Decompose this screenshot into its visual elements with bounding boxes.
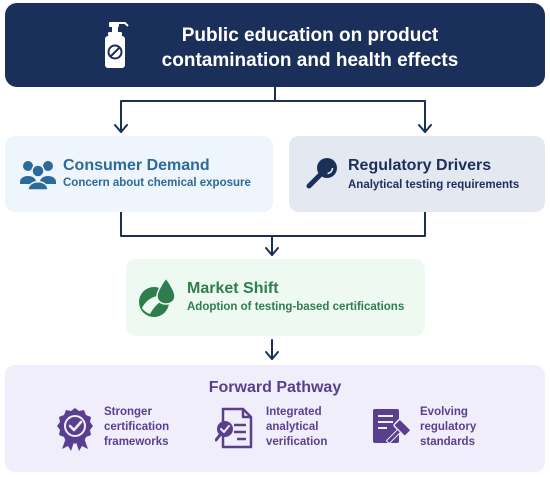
consumer-demand-card: Consumer Demand Concern about chemical e… (5, 136, 273, 212)
regulatory-drivers-card: Regulatory Drivers Analytical testing re… (289, 136, 545, 212)
forward-item-1-line-3: verification (266, 436, 328, 448)
gavel-document-icon (373, 409, 412, 445)
consumer-demand-title: Consumer Demand (63, 157, 210, 174)
market-shift-card: Market Shift Adoption of testing-based c… (126, 259, 425, 336)
connector-top-split (120, 86, 426, 133)
forward-item-1-line-1: Integrated (266, 406, 322, 418)
regulatory-drivers-subtitle: Analytical testing requirements (348, 179, 520, 191)
regulatory-drivers-title: Regulatory Drivers (348, 157, 492, 174)
magnifying-glass-icon (306, 158, 337, 189)
forward-pathway-title: Forward Pathway (208, 379, 342, 396)
document-check-icon (215, 407, 253, 449)
forward-item-0-line-1: Stronger (104, 406, 152, 418)
header-title-line-2: contamination and health effects (161, 50, 459, 71)
certificate-badge-icon (57, 408, 93, 451)
connector-merge (120, 211, 426, 256)
forward-pathway-card: Forward Pathway Stronger certification f… (5, 365, 545, 472)
forward-item-verification-label: Integrated analytical verification (266, 405, 327, 450)
forward-item-certification-label: Stronger certification frameworks (104, 405, 169, 450)
spray-bottle-no-icon (105, 22, 129, 68)
forward-item-0-line-3: frameworks (104, 436, 169, 448)
header-title: Public education on product contaminatio… (145, 23, 475, 73)
forward-item-standards-label: Evolving regulatory standards (420, 405, 476, 450)
consumer-demand-subtitle: Concern about chemical exposure (63, 177, 251, 189)
forward-item-2-line-1: Evolving (420, 406, 468, 418)
forward-item-1-line-2: analytical (266, 421, 319, 433)
arrow-to-consumer (114, 124, 128, 133)
header-banner: Public education on product contaminatio… (5, 3, 545, 87)
arrow-to-market (265, 247, 279, 256)
forward-item-2-line-2: regulatory (420, 421, 477, 433)
header-title-line-1: Public education on product (181, 25, 439, 46)
arrow-to-forward (265, 351, 279, 360)
market-shift-title: Market Shift (187, 280, 279, 297)
forward-item-2-line-3: standards (420, 436, 475, 448)
forward-item-0-line-2: certification (104, 421, 170, 433)
leaf-droplet-icon (139, 278, 176, 317)
arrow-to-regulatory (418, 124, 432, 133)
people-group-icon (20, 161, 56, 190)
market-shift-subtitle: Adoption of testing-based certifications (187, 301, 405, 313)
